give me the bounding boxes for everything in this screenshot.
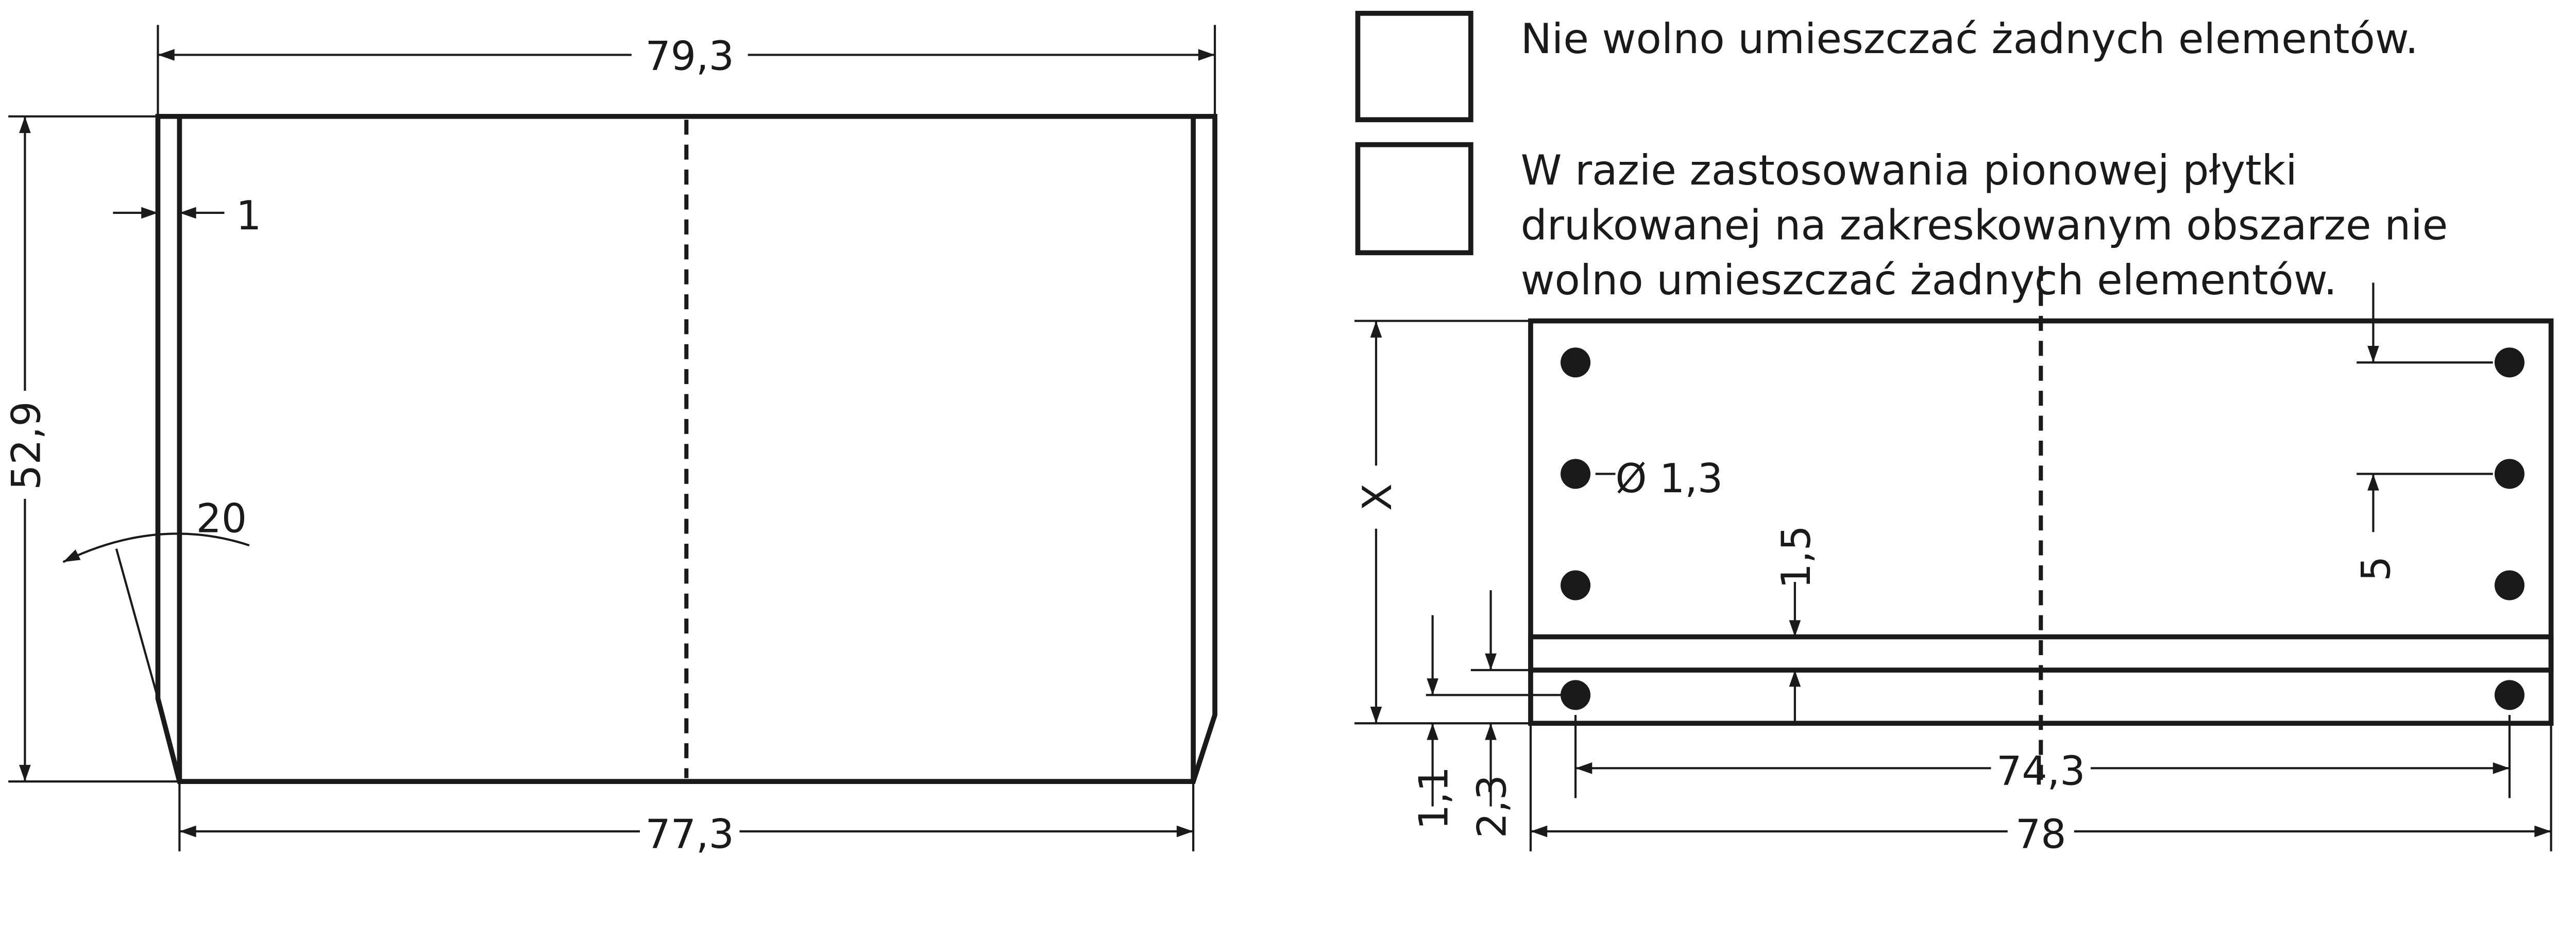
dim-bottom-width: 77,3 [646,811,734,858]
technical-drawing: 79,3 77,3 52,9 1 20 Nie wolno umieszczać… [3,10,2554,858]
right-wall-hatch [1192,115,1216,782]
dim-height: 52,9 [3,401,49,490]
dim-wall-thickness: 1 [236,193,261,239]
dim-offset-1: 1,1 [1411,766,1458,830]
hole [1561,570,1591,600]
legend-cross-hatch-swatch [1355,142,1473,256]
dim-hole-diameter: Ø 1,3 [1615,456,1723,502]
legend-text-1: Nie wolno umieszczać żadnych elementów. [1521,15,2418,63]
hole [1561,347,1591,378]
dim-pitch: 5 [2353,556,2400,581]
legend-text-2-line-3: wolno umieszczać żadnych elementów. [1521,256,2337,305]
hole [1561,459,1591,489]
hole [2494,347,2524,378]
hole [2494,570,2524,600]
left-wall-hatch [157,115,181,782]
legend-diagonal-hatch-swatch [1355,10,1473,123]
mounting-holes [1561,347,2524,710]
hole [2494,680,2524,710]
side-view: 79,3 77,3 52,9 1 20 [3,25,1217,858]
dim-width: 78 [2015,811,2066,858]
dim-band-height: 1,5 [1773,525,1820,589]
legend: Nie wolno umieszczać żadnych elementów. … [1355,10,2448,305]
dim-angle: 20 [196,495,247,542]
pcb-footprint-view: X Ø 1,3 1,5 5 1,1 2,3 74,3 78 [1354,266,2554,858]
hole [1561,680,1591,710]
hole [2494,459,2524,489]
dim-hole-span: 74,3 [1996,748,2085,795]
legend-text-2-line-1: W razie zastosowania pionowej płytki [1521,146,2297,195]
legend-text-2-line-2: drukowanej na zakreskowanym obszarze nie [1521,202,2448,250]
dim-offset-2: 2,3 [1469,775,1516,838]
dim-top-width: 79,3 [646,33,734,79]
dim-x: X [1354,483,1401,511]
